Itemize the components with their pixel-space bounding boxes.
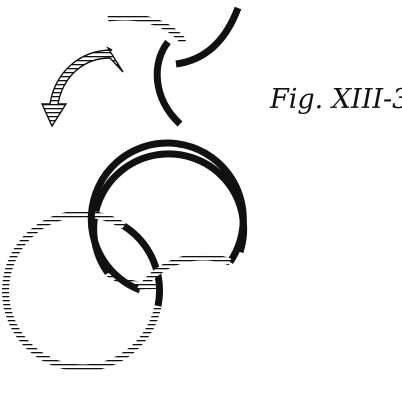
strand-dark-upper	[175, 6, 242, 68]
figure-caption: Fig. XIII-3	[270, 84, 402, 115]
strand-light	[107, 13, 187, 45]
strand-dark-lower	[153, 39, 183, 127]
curved-arrow-icon	[40, 46, 124, 128]
crossing-strands-fragment	[107, 6, 242, 127]
ring-right	[87, 139, 247, 294]
ring-left	[2, 210, 163, 372]
